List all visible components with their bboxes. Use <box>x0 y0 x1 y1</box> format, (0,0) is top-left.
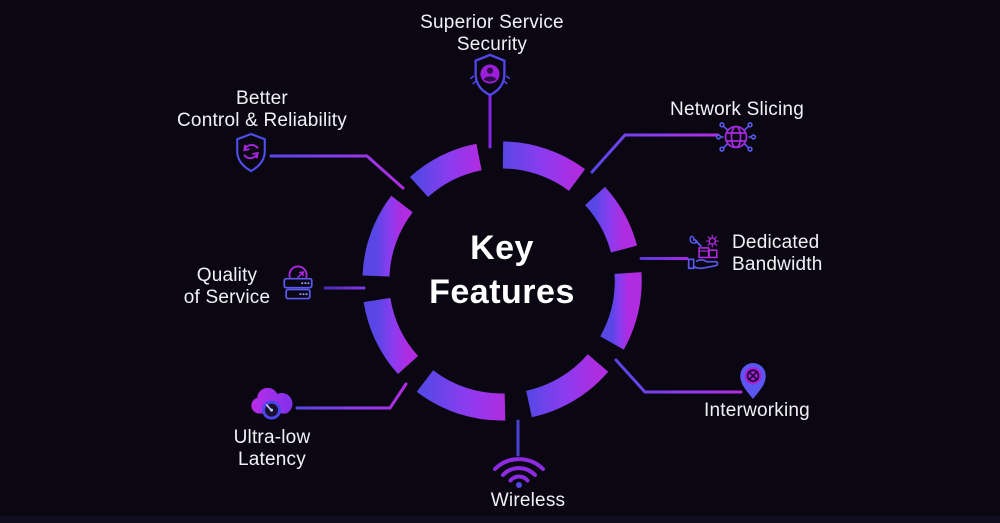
feature-quality-of-service <box>280 262 316 307</box>
label-interworking: Interworking <box>704 400 810 421</box>
feature-network-slicing <box>715 118 757 161</box>
shield-sync-icon <box>236 132 266 173</box>
feature-ultra-low-latency <box>246 384 298 427</box>
feature-better-control-reliability <box>232 131 270 180</box>
connector-lines <box>269 93 743 457</box>
shield-user-icon <box>469 53 511 97</box>
connector-ultra-low <box>295 382 408 410</box>
ring-segment <box>502 141 586 192</box>
ring-segments <box>362 141 642 421</box>
ring-segment <box>409 143 482 198</box>
ring-segment <box>525 353 609 418</box>
ring-segment <box>362 195 413 277</box>
label-wireless: Wireless <box>490 490 566 511</box>
connector-interworking <box>614 358 743 394</box>
wifi-icon <box>493 457 545 488</box>
cloud-gauge-icon <box>251 387 293 420</box>
label-network-slicing: Network Slicing <box>670 99 804 120</box>
bottom-strip <box>0 516 1000 523</box>
globe-network-icon <box>715 122 757 152</box>
feature-dedicated-bandwidth <box>685 231 725 278</box>
label-better-control-reliability: Better Control & Reliability <box>177 88 347 131</box>
pin-network-icon <box>740 362 766 399</box>
label-superior-service-security: Superior Service Security <box>420 12 564 55</box>
connector-network-slicing <box>590 133 720 174</box>
feature-wireless <box>489 454 549 493</box>
ring-segment <box>600 272 642 350</box>
diagram-title: Key Features <box>429 229 575 311</box>
ring-segment <box>416 370 506 421</box>
connector-better-control <box>269 154 405 190</box>
ring-segment <box>584 186 638 253</box>
hand-box-icon <box>687 234 719 270</box>
ring-segment <box>363 297 419 375</box>
label-ultra-low-latency: Ultra-low Latency <box>233 427 311 470</box>
label-dedicated-bandwidth: Dedicated Bandwidth <box>732 232 823 275</box>
feature-interworking <box>736 359 770 406</box>
feature-superior-service-security <box>467 51 513 104</box>
server-gauge-icon <box>283 265 313 300</box>
label-quality-of-service: Quality of Service <box>183 265 271 308</box>
